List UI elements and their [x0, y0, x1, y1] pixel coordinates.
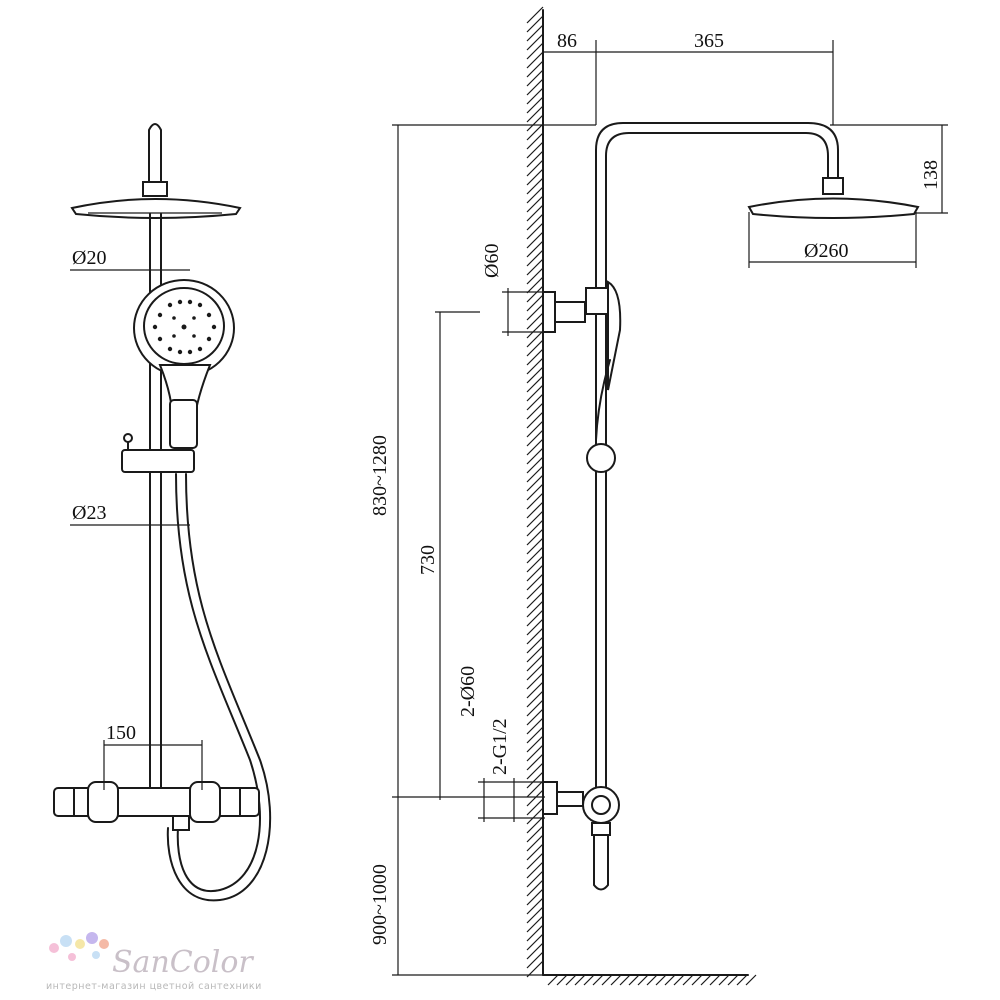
dim-height-730: 730: [417, 545, 439, 575]
upper-wall-bracket-side: [542, 287, 611, 333]
dim-diameter-60: Ø60: [481, 244, 503, 278]
wall-section: [526, 6, 757, 986]
dim-2-g1-2: 2-G1/2: [489, 718, 511, 775]
side-view: [392, 6, 948, 986]
dim-diameter-260: Ø260: [804, 240, 848, 262]
hand-shower-front: [133, 279, 235, 449]
dim-height-830-1280: 830~1280: [369, 435, 391, 516]
dim-diameter-20: Ø20: [72, 247, 106, 269]
dim-height-900-1000: 900~1000: [369, 864, 391, 945]
slider-holder-front: [121, 433, 195, 473]
mixer-side: [542, 781, 620, 891]
rain-shower-head-side: [747, 177, 920, 219]
watermark-brand: SanColor: [112, 945, 254, 980]
side-dimension-lines: [392, 40, 948, 976]
riser-pipe-side: [595, 122, 839, 791]
dim-2-diameter-60: 2-Ø60: [457, 666, 479, 717]
watermark-dots-icon: [49, 932, 109, 961]
watermark-logo: SanColor интернет-магазин цветной сантех…: [46, 932, 262, 992]
dim-diameter-23: Ø23: [72, 502, 106, 524]
front-dimension-lines: [70, 269, 203, 790]
thermostatic-mixer-front: [53, 781, 260, 831]
hose-front: [166, 473, 272, 902]
front-view: [53, 123, 272, 902]
hand-shower-side: [586, 280, 622, 473]
dim-arm-365: 365: [694, 30, 724, 52]
rain-shower-head-front: [70, 123, 242, 219]
dim-height-138: 138: [920, 160, 942, 190]
watermark-tagline: интернет-магазин цветной сантехники: [46, 981, 262, 992]
dim-width-150: 150: [106, 722, 136, 744]
dim-offset-86: 86: [557, 30, 577, 52]
